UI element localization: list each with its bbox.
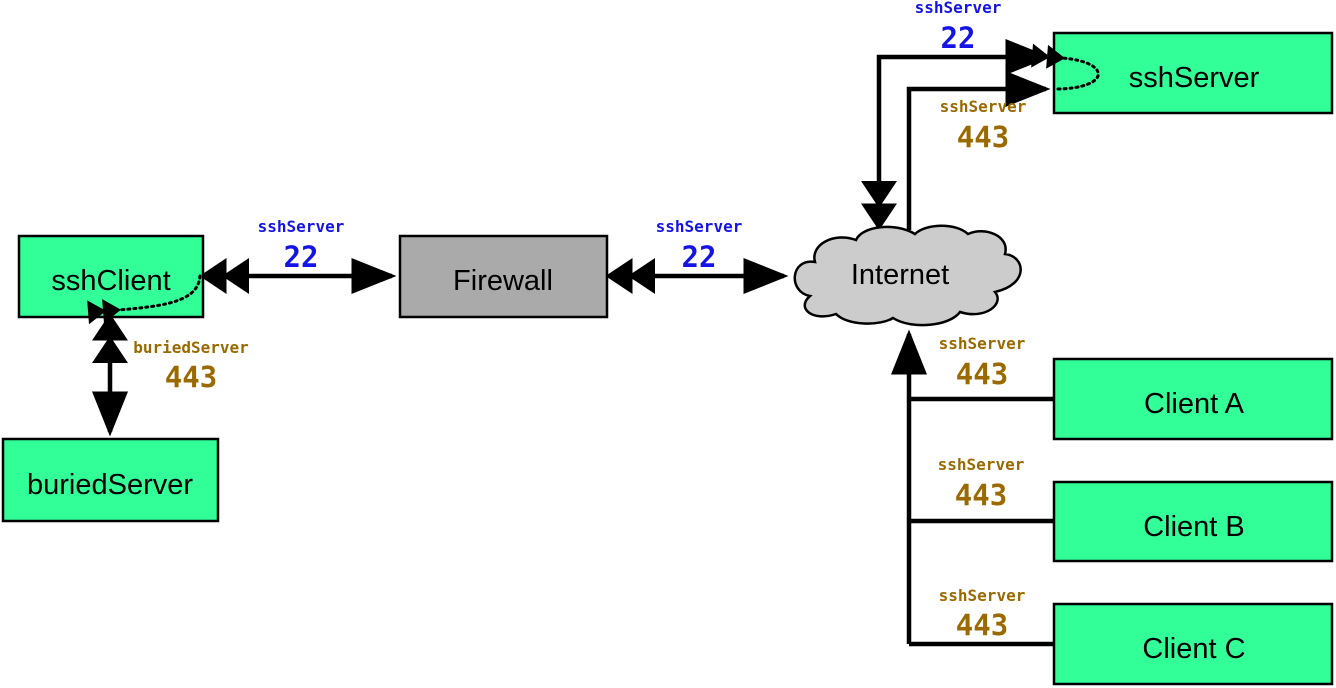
client-b-label: Client B	[1143, 511, 1245, 543]
port-label: 443	[165, 360, 217, 394]
host-label: sshServer	[940, 97, 1027, 116]
port-label: 22	[941, 21, 976, 55]
client-a-node[interactable]: Client A	[1052, 357, 1334, 441]
host-label: sshServer	[915, 0, 1002, 17]
label-client-firewall: sshServer 22	[258, 217, 345, 274]
port-label: 22	[682, 240, 717, 274]
port-label: 22	[284, 240, 319, 274]
label-client-c: sshServer 443	[939, 586, 1026, 642]
label-client-buried-server: buriedServer 443	[133, 338, 249, 394]
ssh-client-forward-loop	[87, 274, 202, 325]
label-client-b: sshServer 443	[938, 455, 1025, 512]
host-label: sshServer	[938, 455, 1025, 474]
client-c-label: Client C	[1142, 633, 1245, 665]
buried-server-node[interactable]: buriedServer	[1, 437, 220, 523]
internet-cloud-node[interactable]: Internet	[793, 224, 1022, 327]
ssh-server-label: sshServer	[1129, 62, 1260, 94]
ssh-client-node[interactable]: sshClient	[17, 234, 205, 319]
client-b-node[interactable]: Client B	[1052, 480, 1334, 563]
label-internet-ssh-server-22: sshServer 22	[915, 0, 1002, 55]
internet-label: Internet	[851, 259, 949, 291]
port-label: 443	[956, 357, 1008, 391]
host-label: sshServer	[258, 217, 345, 236]
label-firewall-internet: sshServer 22	[656, 217, 743, 274]
ssh-server-forward-loop	[1031, 43, 1100, 91]
client-c-node[interactable]: Client C	[1052, 602, 1334, 686]
host-label: sshServer	[939, 334, 1026, 353]
ssh-client-label: sshClient	[51, 265, 170, 297]
label-internet-ssh-server-443: sshServer 443	[940, 97, 1027, 154]
cloud-icon	[793, 224, 1022, 327]
firewall-label: Firewall	[453, 265, 553, 297]
link-internet-ssh-server-22	[861, 39, 1051, 231]
host-label: sshServer	[656, 217, 743, 236]
buried-server-label: buriedServer	[27, 469, 193, 501]
client-a-label: Client A	[1144, 388, 1245, 420]
port-label: 443	[955, 478, 1007, 512]
port-label: 443	[957, 120, 1009, 154]
host-label: buriedServer	[133, 338, 249, 357]
port-label: 443	[956, 608, 1008, 642]
firewall-node[interactable]: Firewall	[398, 234, 609, 319]
ssh-server-node[interactable]: sshServer	[1052, 31, 1334, 115]
label-client-a: sshServer 443	[939, 334, 1026, 391]
link-internet-ssh-server-443	[906, 71, 1051, 230]
host-label: sshServer	[939, 586, 1026, 605]
